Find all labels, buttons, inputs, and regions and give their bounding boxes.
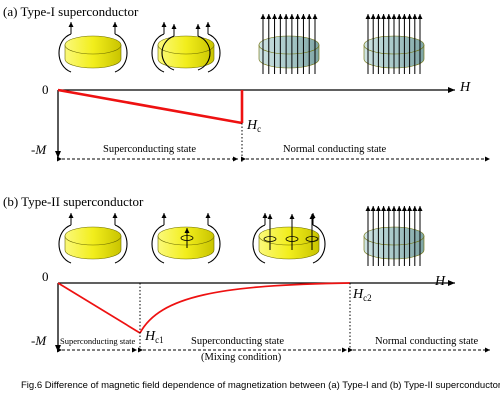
type-2-expelled-field-left	[58, 224, 72, 264]
type-2-expelled-field-b-left	[151, 224, 165, 264]
magnetization-plot-type-1	[55, 87, 490, 162]
panel-a-normal-region-label: Normal conducting state	[283, 144, 387, 155]
type-2-disk-single-vortex-top	[157, 226, 215, 246]
panel-b-title: (b) Type-II superconductor	[3, 194, 144, 209]
type-1-disk-low-field	[64, 35, 122, 69]
field-illustrations-type-2	[58, 206, 425, 266]
type-2-disk-meissner-top	[64, 226, 122, 246]
type-2-expelled-field-b-right	[207, 224, 221, 264]
type-1-expelled-field-outer-left	[151, 33, 165, 73]
type-1-disk-low-field-top	[64, 35, 122, 55]
type-1-disk-normal	[258, 35, 320, 69]
type-2-disk-meissner	[64, 226, 122, 260]
panel-a-origin-label: 0	[42, 82, 49, 97]
panel-b-mixing-condition-label: (Mixing condition)	[201, 352, 282, 363]
panel-b-m-axis-label: -M	[31, 333, 47, 348]
type-1-expelled-field-inner-left	[161, 35, 175, 71]
type-1-disk-near-critical	[157, 35, 215, 69]
type-2-expelled-field-mixed-left	[252, 224, 266, 264]
field-illustrations-type-1	[58, 14, 425, 74]
type-2-expelled-field-right	[114, 224, 128, 264]
panel-b-h-axis-label: H	[435, 274, 446, 289]
panel-b-origin-label: 0	[42, 269, 49, 284]
magnetization-plot-type-2	[55, 280, 490, 353]
panel-a-title: (a) Type-I superconductor	[3, 4, 139, 19]
type-1-disk-near-critical-top	[157, 35, 215, 55]
type-2-disk-mixed-state	[258, 226, 320, 260]
type-1-expelled-field-low-right	[114, 33, 128, 73]
panel-b-superconducting-region-label: Superconducting state	[60, 336, 136, 346]
panel-a-h-axis-label: H	[460, 80, 471, 95]
panel-b-normal-region-label: Normal conducting state	[375, 336, 479, 347]
panel-b-hc1-label: Hc1	[145, 329, 164, 345]
panel-b-hc2-label: Hc2	[353, 287, 372, 303]
panel-a-hc-label: Hc	[247, 118, 262, 134]
type-2-disk-mixed-state-top	[258, 226, 320, 246]
panel-b-mixed-region-label: Superconducting state	[191, 336, 285, 347]
type-2-meissner-line	[57, 282, 141, 334]
panel-a-m-axis-label: -M	[31, 142, 47, 157]
type-2-expelled-field-mixed-right	[312, 224, 326, 264]
type-1-expelled-field-inner-right	[197, 35, 211, 71]
type-1-expelled-field-low-left	[58, 33, 72, 73]
type-1-expelled-field-outer-right	[207, 33, 221, 73]
panel-a-superconducting-region-label: Superconducting state	[103, 144, 197, 155]
type-2-mixed-state-curve	[139, 282, 351, 334]
type-1-magnetization-line	[57, 88, 243, 125]
type-1-disk-normal-top	[258, 35, 320, 55]
type-2-disk-single-vortex	[157, 226, 215, 260]
figure-caption: Fig.6 Difference of magnetic field depen…	[21, 380, 500, 391]
